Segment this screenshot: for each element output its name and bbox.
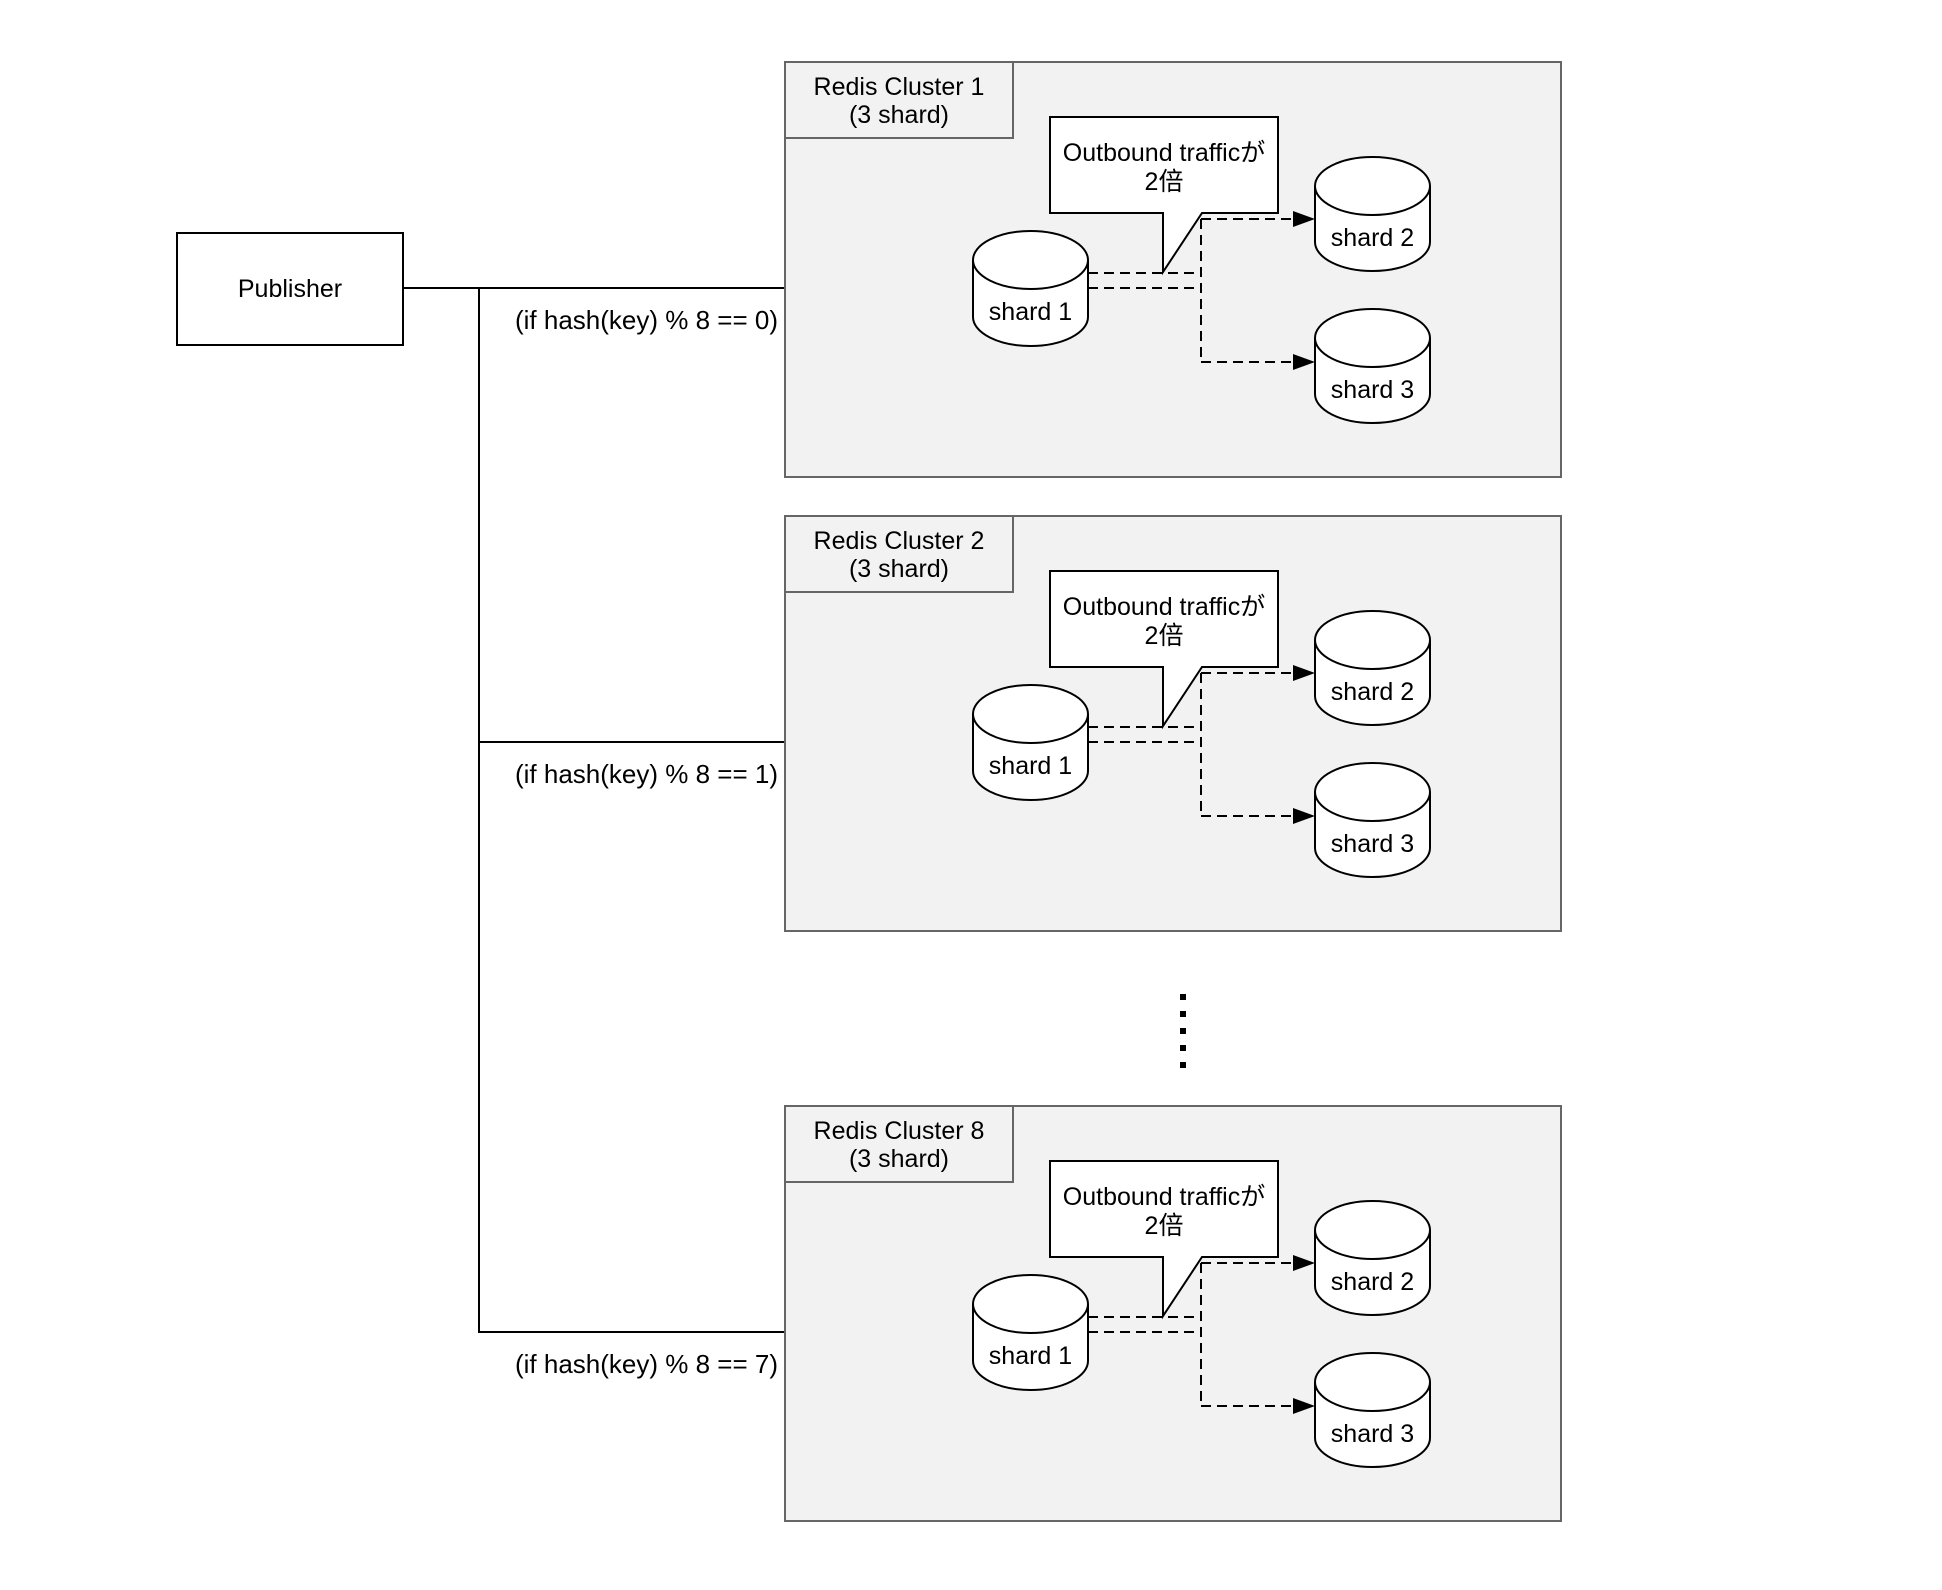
shard3-cylinder-icon: shard 3 (1314, 762, 1431, 878)
callout-line2: 2倍 (1145, 622, 1184, 650)
shard2-cylinder-icon: shard 2 (1314, 1200, 1431, 1316)
cluster-title: Redis Cluster 1 (814, 73, 985, 101)
shard1-cylinder-icon: shard 1 (972, 230, 1089, 347)
shard1-cylinder-icon: shard 1 (972, 684, 1089, 801)
redis-cluster-1: Redis Cluster 1 (3 shard) shard 1 shard … (784, 61, 1562, 478)
shard2-cylinder-icon: shard 2 (1314, 156, 1431, 272)
callout-bubble: Outbound trafficが 2倍 (1049, 116, 1279, 276)
shard3-label: shard 3 (1331, 376, 1414, 404)
arrowhead-shard3 (1293, 1398, 1315, 1414)
callout-outline (1049, 570, 1279, 730)
redis-cluster-2: Redis Cluster 2 (3 shard) shard 1 shard … (784, 515, 1562, 932)
arrowhead-shard2 (1293, 1255, 1315, 1271)
shard1-label: shard 1 (989, 1342, 1072, 1370)
callout-line2: 2倍 (1145, 1212, 1184, 1240)
shard2-label: shard 2 (1331, 678, 1414, 706)
shard3-label: shard 3 (1331, 830, 1414, 858)
branch-condition-label-1: (if hash(key) % 8 == 1) (515, 759, 778, 789)
shard2-label: shard 2 (1331, 224, 1414, 252)
shard2-cylinder-icon: shard 2 (1314, 610, 1431, 726)
callout-outline (1049, 116, 1279, 276)
shard3-cylinder-icon: shard 3 (1314, 1352, 1431, 1468)
publisher-label: Publisher (237, 274, 343, 303)
redis-cluster-8: Redis Cluster 8 (3 shard) shard 1 shard … (784, 1105, 1562, 1522)
cluster-subtitle: (3 shard) (849, 555, 949, 583)
shard2-label: shard 2 (1331, 1268, 1414, 1296)
callout-bubble: Outbound trafficが 2倍 (1049, 1160, 1279, 1320)
callout-line2: 2倍 (1145, 168, 1184, 196)
cluster-subtitle: (3 shard) (849, 101, 949, 129)
cluster-title-tab (784, 1105, 1014, 1183)
cluster-title: Redis Cluster 2 (814, 527, 985, 555)
arrowhead-shard3 (1293, 354, 1315, 370)
callout-line1: Outbound trafficが (1063, 593, 1265, 621)
callout-outline (1049, 1160, 1279, 1320)
cluster-subtitle: (3 shard) (849, 1145, 949, 1173)
cluster-title-tab (784, 61, 1014, 139)
branch-condition-label-0: (if hash(key) % 8 == 0) (515, 305, 778, 335)
shard1-cylinder-icon: shard 1 (972, 1274, 1089, 1391)
branch-condition-label-7: (if hash(key) % 8 == 7) (515, 1349, 778, 1379)
shard1-label: shard 1 (989, 752, 1072, 780)
callout-line1: Outbound trafficが (1063, 1183, 1265, 1211)
cluster-title: Redis Cluster 8 (814, 1117, 985, 1145)
arrowhead-shard2 (1293, 211, 1315, 227)
callout-bubble: Outbound trafficが 2倍 (1049, 570, 1279, 730)
vertical-ellipsis-icon (1180, 994, 1186, 1068)
callout-line1: Outbound trafficが (1063, 139, 1265, 167)
shard1-label: shard 1 (989, 298, 1072, 326)
publisher-node: Publisher (176, 232, 404, 346)
shard3-cylinder-icon: shard 3 (1314, 308, 1431, 424)
arrowhead-shard2 (1293, 665, 1315, 681)
shard3-label: shard 3 (1331, 1420, 1414, 1448)
arrowhead-shard3 (1293, 808, 1315, 824)
cluster-title-tab (784, 515, 1014, 593)
